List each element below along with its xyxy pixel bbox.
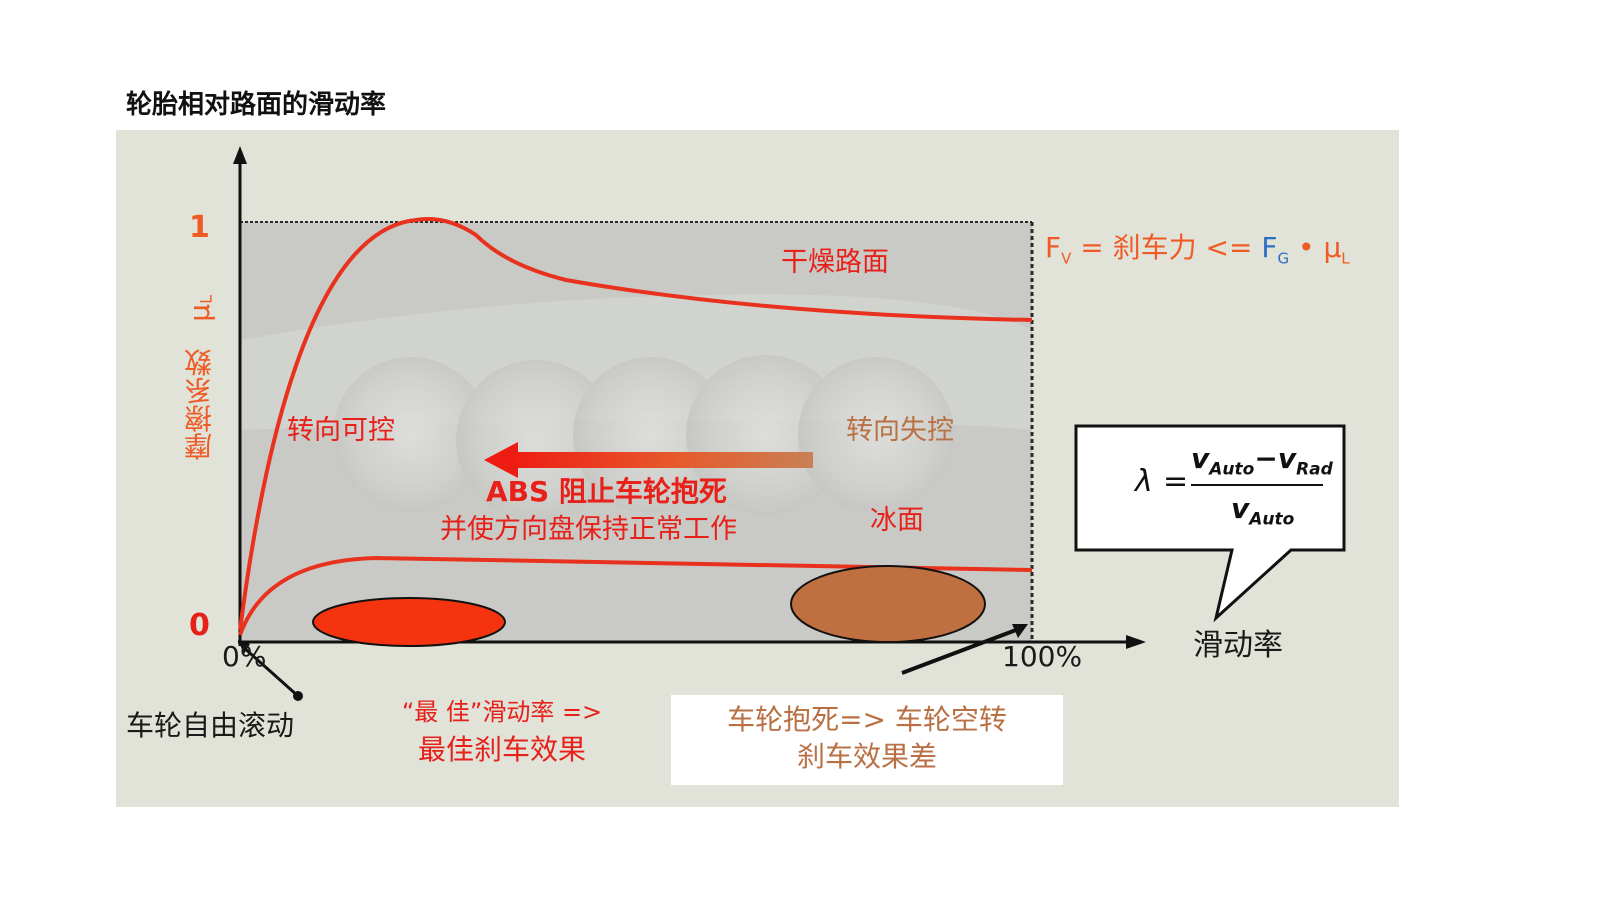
steering-controllable-label: 转向可控 bbox=[287, 415, 395, 446]
best-slip-caption: “最 佳”滑动率 => 最佳刹车效果 bbox=[372, 694, 632, 768]
ice-label: 冰面 bbox=[870, 505, 924, 536]
y-axis-label: 摩擦系数 μL bbox=[180, 295, 220, 460]
free-rolling-pointer bbox=[241, 644, 299, 698]
y-axis-arrowhead bbox=[233, 146, 247, 164]
force-mu: μ bbox=[1323, 231, 1342, 264]
x-tick-start: 0% bbox=[222, 640, 267, 673]
y-axis-symbol: μ bbox=[183, 303, 216, 322]
formula-equals: = bbox=[1163, 464, 1189, 499]
slip-ratio-diagram bbox=[233, 146, 1346, 701]
force-v-sub: V bbox=[1061, 249, 1072, 268]
force-l-sub: L bbox=[1341, 249, 1350, 268]
force-fg: F bbox=[1261, 231, 1278, 264]
steering-uncontrollable-label: 转向失控 bbox=[846, 415, 954, 446]
formula-lambda: λ bbox=[1135, 464, 1153, 499]
best-slip-ellipse bbox=[312, 597, 506, 647]
locked-line1: 车轮抱死=> 车轮空转 bbox=[727, 703, 1007, 736]
locked-pointer bbox=[901, 628, 1017, 675]
best-slip-line1: “最 佳”滑动率 => bbox=[401, 698, 603, 726]
y-tick-top: 1 bbox=[189, 210, 210, 245]
free-rolling-pointer-dot bbox=[293, 691, 303, 701]
formula-den-sub: Auto bbox=[1249, 509, 1295, 530]
abs-arrow-shaft bbox=[511, 452, 813, 468]
y-axis-symbol-sub: L bbox=[196, 295, 216, 304]
formula-num-sub2: Rad bbox=[1296, 459, 1333, 480]
locked-wheel-caption: 车轮抱死=> 车轮空转 刹车效果差 bbox=[671, 695, 1063, 785]
y-tick-zero: 0 bbox=[189, 608, 210, 643]
abs-arrow-head bbox=[484, 442, 518, 478]
formula-denominator: vAuto bbox=[1231, 492, 1294, 530]
x-axis-label: 滑动率 bbox=[1193, 628, 1283, 663]
formula-numerator: vAuto−vRad bbox=[1191, 442, 1333, 480]
formula-minus: − bbox=[1254, 442, 1278, 475]
abs-line1: ABS 阻止车轮抱死 bbox=[486, 475, 727, 508]
free-rolling-pointer-head bbox=[238, 640, 250, 654]
formula-callout-box bbox=[1074, 424, 1346, 623]
force-formula: FV = 刹车力 <= FG • μL bbox=[1045, 226, 1350, 268]
page-title: 轮胎相对路面的滑动率 bbox=[126, 90, 387, 120]
formula-num-sub1: Auto bbox=[1209, 459, 1255, 480]
formula-den-v: v bbox=[1231, 492, 1250, 525]
force-eq: = 刹车力 <= bbox=[1071, 231, 1262, 264]
y-axis-label-text: 摩擦系数 bbox=[183, 348, 216, 461]
formula-fraction-bar bbox=[1191, 484, 1323, 486]
force-dot: • bbox=[1289, 231, 1324, 264]
slip-ratio-formula: λ = vAuto−vRad vAuto bbox=[1105, 434, 1381, 560]
formula-num-v2: v bbox=[1277, 442, 1297, 475]
force-f: F bbox=[1045, 231, 1062, 264]
force-g-sub: G bbox=[1277, 249, 1290, 268]
ice-curve bbox=[238, 555, 1033, 636]
free-rolling-label: 车轮自由滚动 bbox=[126, 709, 295, 742]
formula-num-v1: v bbox=[1191, 442, 1210, 475]
dry-road-curve bbox=[238, 217, 1033, 631]
best-slip-line2: 最佳刹车效果 bbox=[417, 733, 586, 766]
ghost-wheels bbox=[333, 355, 954, 520]
locked-line2: 刹车效果差 bbox=[796, 740, 937, 773]
locked-pointer-head bbox=[1012, 624, 1028, 638]
abs-line2: 并使方向盘保持正常工作 bbox=[440, 514, 737, 545]
x-axis-arrowhead bbox=[1126, 635, 1146, 649]
dry-road-label: 干燥路面 bbox=[781, 247, 889, 278]
locked-wheel-ellipse bbox=[790, 565, 986, 643]
x-tick-end: 100% bbox=[1002, 640, 1083, 673]
